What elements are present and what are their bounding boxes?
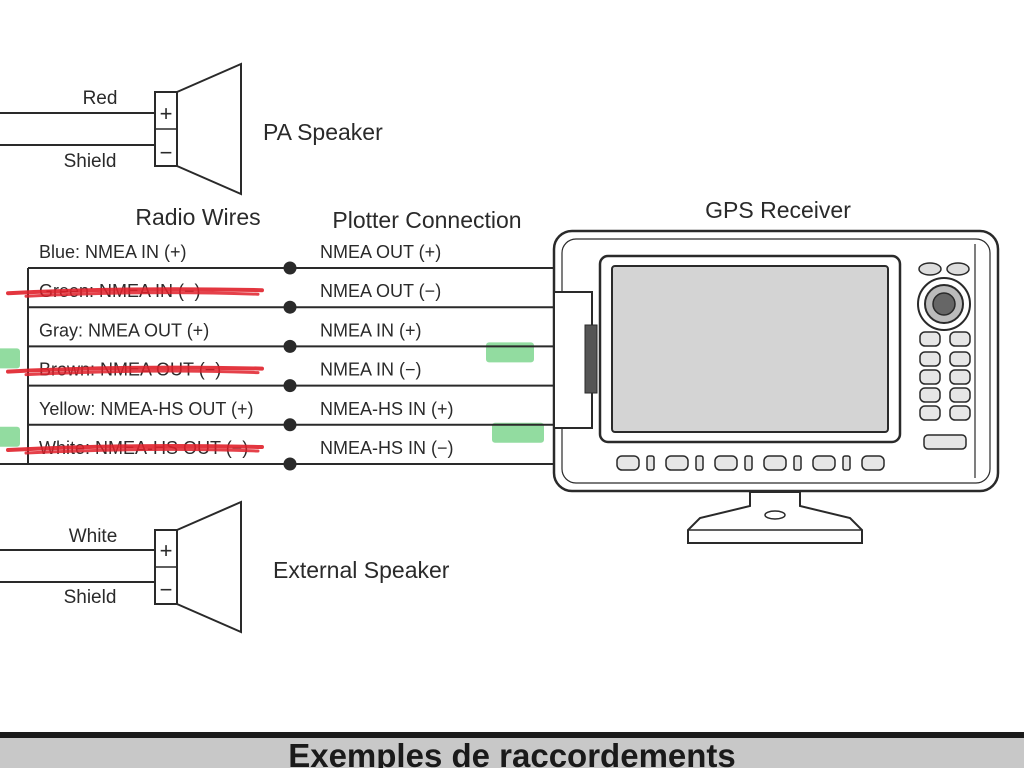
gps-key [919, 351, 941, 367]
gps-key [949, 369, 971, 385]
junction-dot [283, 457, 297, 471]
external-speaker-wire-top-label: White [69, 526, 118, 547]
gps-softkeys [616, 455, 885, 471]
junction-dot [283, 261, 297, 275]
plotter-connection-label: NMEA IN (+) [320, 320, 422, 340]
pa-speaker-wire-top-label: Red [83, 88, 118, 109]
plotter-connection-label: NMEA OUT (+) [320, 242, 441, 262]
plotter-connection-label: NMEA-HS IN (+) [320, 399, 454, 419]
junction-dot [283, 379, 297, 393]
radio-wires-header: Radio Wires [135, 204, 260, 230]
junction-dot [283, 339, 297, 353]
gps-key [949, 331, 971, 347]
gps-softkey [665, 455, 689, 471]
gps-screen [611, 265, 889, 433]
external-speaker-cone-icon [176, 500, 242, 634]
highlight-mark-left [0, 348, 20, 369]
pa-speaker-cone-icon [176, 62, 242, 196]
footer-caption: Exemples de raccordements [288, 737, 736, 768]
gps-softkey [616, 455, 640, 471]
strikethrough-mark [6, 444, 264, 452]
gps-receiver-header: GPS Receiver [705, 197, 851, 223]
plotter-connection-label: NMEA IN (−) [320, 360, 422, 380]
highlight-mark-right [492, 422, 544, 443]
wiring-diagram: Red Shield + − PA Speaker Radio Wires Pl… [0, 62, 1000, 634]
gps-softkey-small [646, 455, 655, 471]
plotter-connection-label: NMEA OUT (−) [320, 281, 441, 301]
radio-wire-label: Yellow: NMEA-HS OUT (+) [39, 399, 254, 419]
gps-softkey-small [744, 455, 753, 471]
junction-dot [283, 300, 297, 314]
gps-key [919, 387, 941, 403]
gps-receiver-device [552, 229, 1000, 544]
gps-softkey-small [793, 455, 802, 471]
footer-banner: Exemples de raccordements [0, 732, 1024, 768]
plotter-connection-label: NMEA-HS IN (−) [320, 438, 454, 458]
pa-speaker-wire-bottom-label: Shield [64, 151, 117, 172]
strikethrough-mark [6, 287, 264, 296]
plotter-connection-header: Plotter Connection [332, 207, 521, 233]
radio-wire-label: Blue: NMEA IN (+) [39, 242, 187, 262]
gps-key [919, 331, 941, 347]
connection-row: White: NMEA-HS OUT (−)NMEA-HS IN (−) [0, 438, 554, 471]
gps-key [919, 405, 941, 421]
external-speaker: White Shield + − External Speaker [0, 500, 450, 634]
radio-wire-label: Gray: NMEA OUT (+) [39, 320, 209, 340]
gps-key [923, 434, 967, 450]
gps-softkey [861, 455, 885, 471]
highlight-mark-left [0, 426, 20, 447]
pa-speaker: Red Shield + − PA Speaker [0, 62, 383, 196]
pa-speaker-title: PA Speaker [263, 119, 383, 145]
gps-key [949, 351, 971, 367]
gps-key [949, 387, 971, 403]
connection-row: Green: NMEA IN (−)NMEA OUT (−) [6, 281, 554, 314]
pa-speaker-minus-label: − [160, 140, 173, 165]
connection-row: Brown: NMEA OUT (−)NMEA IN (−) [6, 360, 554, 393]
connection-rows: Blue: NMEA IN (+) NMEA OUT (+) Green: NMEA… [0, 242, 554, 471]
external-speaker-plus-label: + [160, 538, 173, 563]
junction-dot [283, 418, 297, 432]
external-speaker-title: External Speaker [273, 557, 450, 583]
gps-softkey-small [695, 455, 704, 471]
gps-softkey [763, 455, 787, 471]
pa-speaker-plus-label: + [160, 101, 173, 126]
gps-keypad [919, 331, 971, 450]
connection-row: Yellow: NMEA-HS OUT (+) NMEA-HS IN (+) [0, 399, 554, 447]
connection-row: Gray: NMEA OUT (+) NMEA IN (+) [0, 320, 554, 369]
external-speaker-wire-bottom-label: Shield [64, 587, 117, 608]
gps-key [949, 405, 971, 421]
gps-softkey [812, 455, 836, 471]
external-speaker-minus-label: − [160, 577, 173, 602]
strikethrough-mark [6, 365, 264, 374]
gps-softkey-small [842, 455, 851, 471]
gps-key [919, 369, 941, 385]
gps-softkey [714, 455, 738, 471]
connection-row: Blue: NMEA IN (+) NMEA OUT (+) [28, 242, 554, 275]
